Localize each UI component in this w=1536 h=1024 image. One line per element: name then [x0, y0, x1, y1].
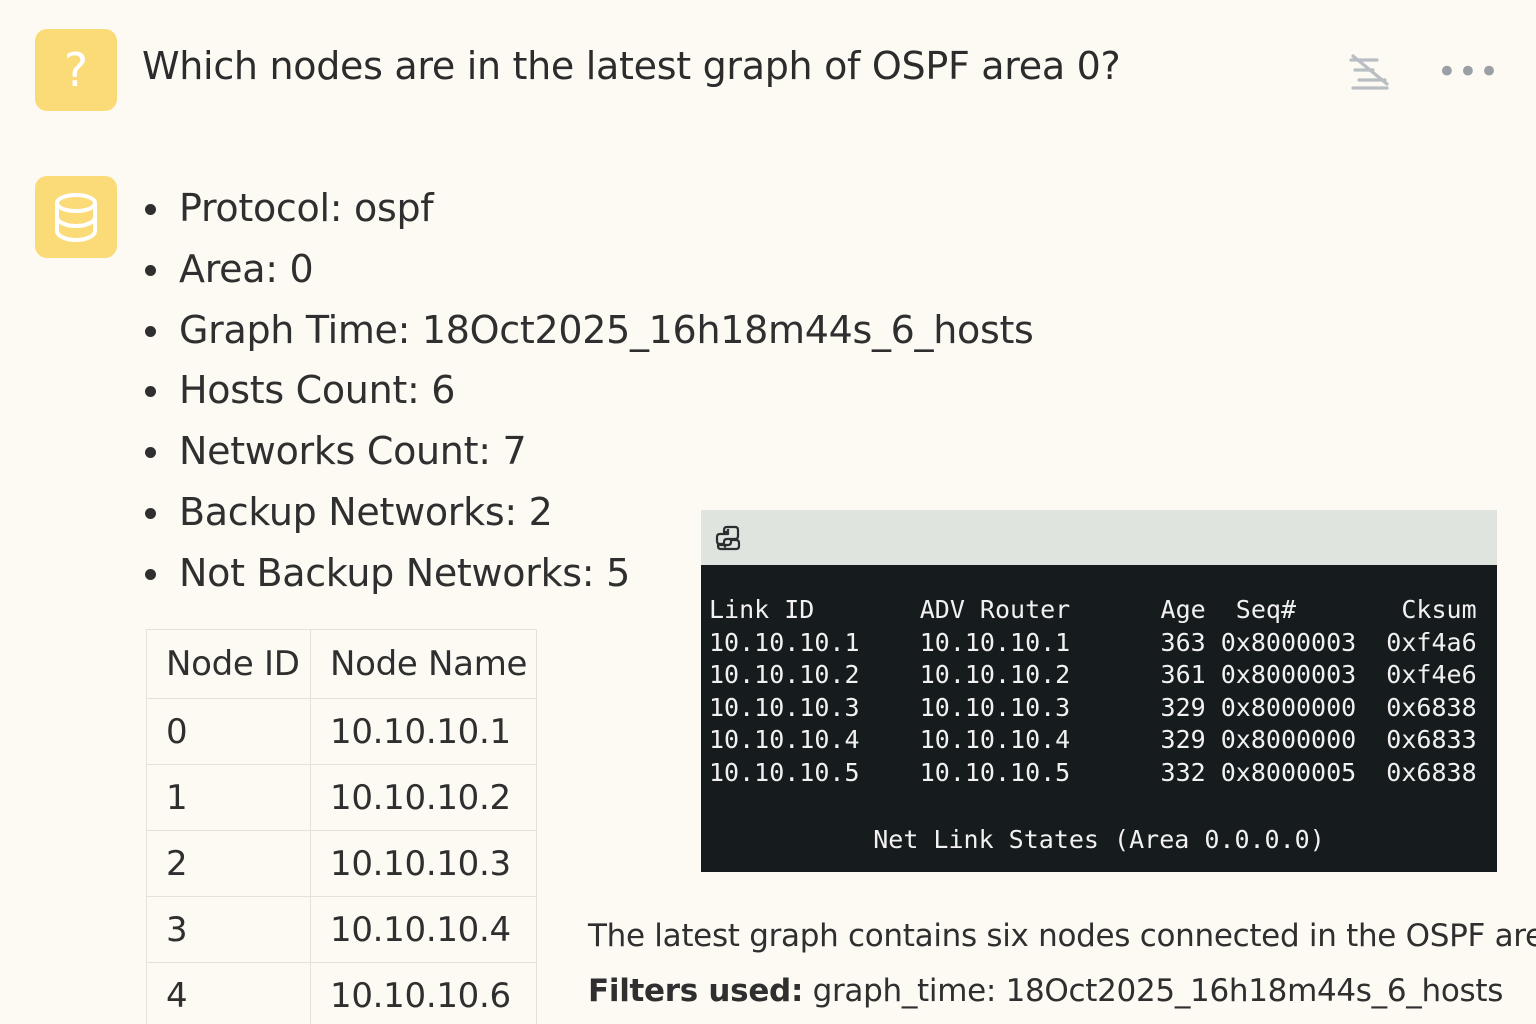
filters-label: Filters used: — [588, 973, 804, 1009]
table-row: 1 10.10.10.2 — [146, 764, 537, 831]
node-name-cell: 10.10.10.4 — [310, 896, 537, 963]
node-name-cell: 10.10.10.3 — [310, 830, 537, 897]
nodes-table: Node ID Node Name 0 10.10.10.1 1 10.10.1… — [146, 629, 537, 1024]
table-row: 4 10.10.10.6 — [146, 962, 537, 1024]
terminal-row: 10.10.10.4 10.10.10.4 329 0x8000000 0x68… — [709, 725, 1477, 755]
column-header-node-name: Node Name — [310, 629, 537, 699]
filter-off-button[interactable] — [1347, 50, 1391, 94]
table-header-row: Node ID Node Name — [146, 629, 537, 699]
terminal-header — [701, 510, 1497, 565]
node-id-cell: 4 — [146, 962, 311, 1024]
node-id-cell: 3 — [146, 896, 311, 963]
node-name-cell: 10.10.10.6 — [310, 962, 537, 1024]
fact-hosts-count: Hosts Count: 6 — [142, 360, 1034, 421]
terminal-row: 10.10.10.1 10.10.10.1 363 0x8000003 0xf4… — [709, 627, 1477, 657]
table-row: 3 10.10.10.4 — [146, 896, 537, 963]
fact-area: Area: 0 — [142, 239, 1034, 300]
terminal-row: 10.10.10.2 10.10.10.2 361 0x8000003 0xf4… — [709, 660, 1477, 690]
node-name-cell: 10.10.10.1 — [310, 698, 537, 765]
terminal-row: 10.10.10.5 10.10.10.5 332 0x8000005 0x68… — [709, 757, 1477, 787]
terminal-output: Link ID ADV Router Age Seq# Cksum 10.10.1… — [701, 510, 1497, 872]
more-dots-icon: ••• — [1436, 52, 1500, 92]
fact-networks-count: Networks Count: 7 — [142, 421, 1034, 482]
more-options-button[interactable]: ••• — [1437, 55, 1500, 89]
question-avatar: ? — [35, 29, 117, 111]
question-mark-icon: ? — [63, 43, 89, 97]
filters-value: graph_time: 18Oct2025_16h18m44s_6_hosts — [812, 973, 1504, 1009]
fact-protocol: Protocol: ospf — [142, 178, 1034, 239]
table-row: 2 10.10.10.3 — [146, 830, 537, 897]
node-id-cell: 1 — [146, 764, 311, 831]
filter-off-icon — [1349, 54, 1389, 90]
graph-facts-list: Protocol: ospf Area: 0 Graph Time: 18Oct… — [142, 178, 1034, 604]
database-icon — [55, 193, 97, 243]
filters-used: Filters used: graph_time: 18Oct2025_16h1… — [588, 973, 1503, 1009]
answer-summary: The latest graph contains six nodes conn… — [588, 918, 1536, 954]
terminal-row: 10.10.10.3 10.10.10.3 329 0x8000000 0x68… — [709, 692, 1477, 722]
python-icon — [715, 525, 741, 550]
node-id-cell: 0 — [146, 698, 311, 765]
terminal-footer: Net Link States (Area 0.0.0.0) — [873, 825, 1325, 854]
question-text: Which nodes are in the latest graph of O… — [142, 44, 1121, 88]
column-header-node-id: Node ID — [146, 629, 311, 699]
answer-avatar — [35, 176, 117, 258]
terminal-body: Link ID ADV Router Age Seq# Cksum 10.10.1… — [701, 565, 1497, 790]
fact-backup-networks: Backup Networks: 2 — [142, 482, 1034, 543]
fact-graph-time: Graph Time: 18Oct2025_16h18m44s_6_hosts — [142, 300, 1034, 361]
terminal-header-line: Link ID ADV Router Age Seq# Cksum — [709, 595, 1477, 624]
fact-not-backup-networks: Not Backup Networks: 5 — [142, 543, 1034, 604]
table-row: 0 10.10.10.1 — [146, 698, 537, 765]
node-id-cell: 2 — [146, 830, 311, 897]
node-name-cell: 10.10.10.2 — [310, 764, 537, 831]
message-actions: ••• — [1347, 50, 1500, 94]
